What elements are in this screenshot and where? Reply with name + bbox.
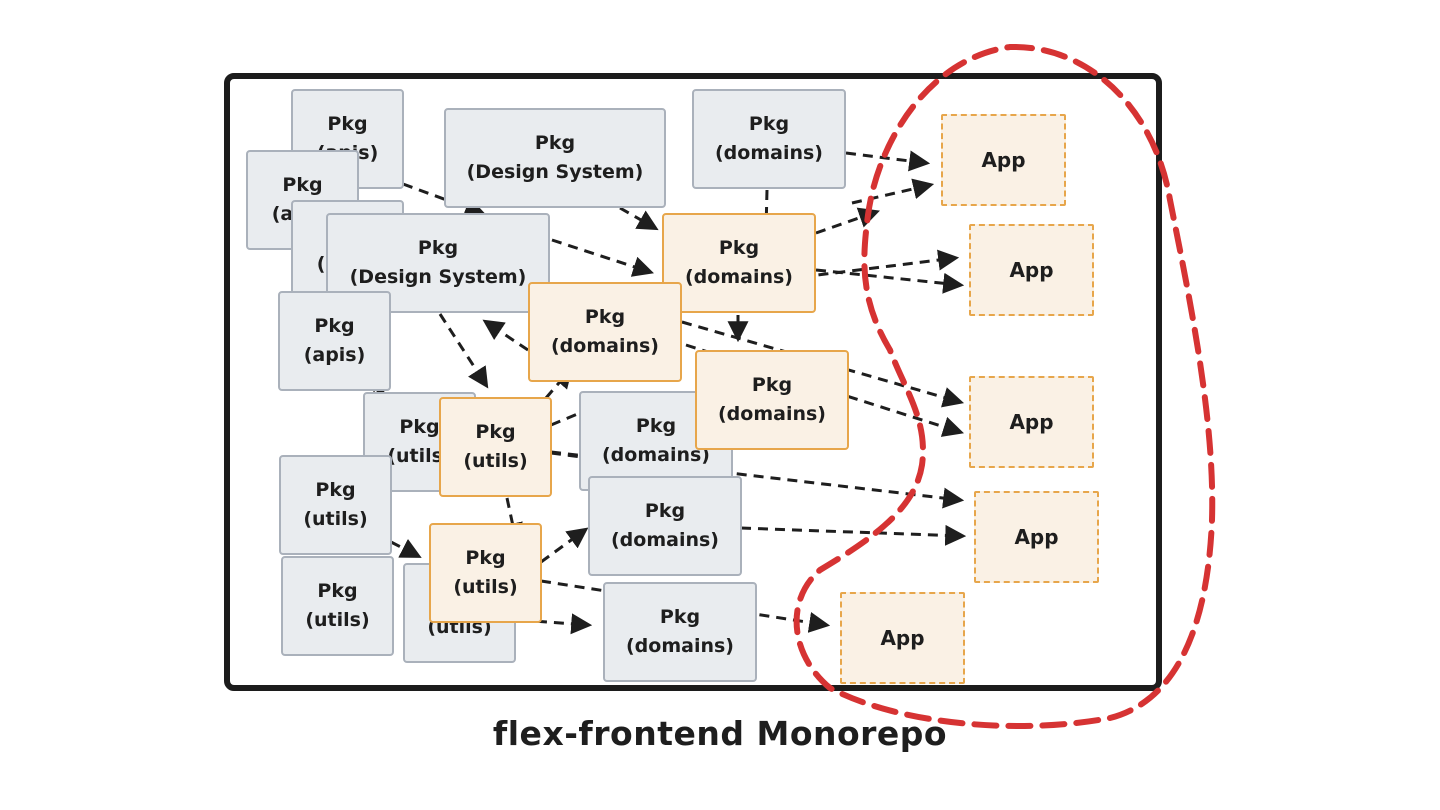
node-sublabel: (Design System) [349, 266, 527, 288]
node-label: Pkg [317, 580, 358, 602]
node-label: Pkg [751, 374, 793, 396]
package-node-o-utils-1: Pkg (utils) [439, 397, 552, 497]
node-sublabel: (utils) [387, 445, 452, 467]
node-sublabel: (Design System) [466, 161, 644, 183]
node-label: App [1009, 409, 1054, 434]
package-node-o-domains-3: Pkg (domains) [695, 350, 849, 450]
node-label: Pkg [465, 547, 506, 569]
node-label: Pkg [327, 113, 368, 135]
node-sublabel: (domains) [715, 142, 823, 164]
package-node-domains-low: Pkg (domains) [588, 476, 742, 576]
node-sublabel: (utils) [463, 450, 528, 472]
node-sublabel: (domains) [685, 266, 793, 288]
node-label: Pkg [659, 606, 701, 628]
node-label: Pkg [417, 237, 459, 259]
node-label: Pkg [644, 500, 686, 522]
node-sublabel: (domains) [551, 335, 659, 357]
node-label: App [1009, 257, 1054, 282]
node-label: Pkg [475, 421, 516, 443]
app-node-app-1: App [941, 114, 1066, 206]
package-node-utils-3: Pkg (utils) [281, 556, 394, 656]
node-label: Pkg [718, 237, 760, 259]
node-sublabel: (domains) [611, 529, 719, 551]
node-label: App [1014, 524, 1059, 549]
diagram-caption: flex-frontend Monorepo [492, 714, 948, 753]
node-label: Pkg [534, 132, 576, 154]
package-node-o-domains-1: Pkg (domains) [662, 213, 816, 313]
package-node-apis-4: Pkg (apis) [278, 291, 391, 391]
app-node-app-2: App [969, 224, 1094, 316]
node-sublabel: (domains) [626, 635, 734, 657]
node-label: Pkg [282, 174, 323, 196]
node-label: Pkg [399, 416, 440, 438]
node-label: Pkg [314, 315, 355, 337]
package-node-domains-top: Pkg (domains) [692, 89, 846, 189]
package-node-domains-bottom: Pkg (domains) [603, 582, 757, 682]
package-node-ds-1: Pkg (Design System) [444, 108, 666, 208]
app-node-app-4: App [974, 491, 1099, 583]
node-sublabel: (utils) [303, 508, 368, 530]
node-sublabel: (apis) [303, 344, 366, 366]
node-sublabel: (domains) [602, 444, 710, 466]
node-label: App [981, 147, 1026, 172]
node-label: Pkg [635, 415, 677, 437]
node-sublabel: (utils) [453, 576, 518, 598]
app-node-app-5: App [840, 592, 965, 684]
node-sublabel: (domains) [718, 403, 826, 425]
node-label: App [880, 625, 925, 650]
app-node-app-3: App [969, 376, 1094, 468]
package-node-utils-2: Pkg (utils) [279, 455, 392, 555]
node-label: Pkg [748, 113, 790, 135]
package-node-o-utils-2: Pkg (utils) [429, 523, 542, 623]
node-label: Pkg [315, 479, 356, 501]
package-node-o-domains-2: Pkg (domains) [528, 282, 682, 382]
node-label: Pkg [584, 306, 626, 328]
node-sublabel: (utils) [305, 609, 370, 631]
